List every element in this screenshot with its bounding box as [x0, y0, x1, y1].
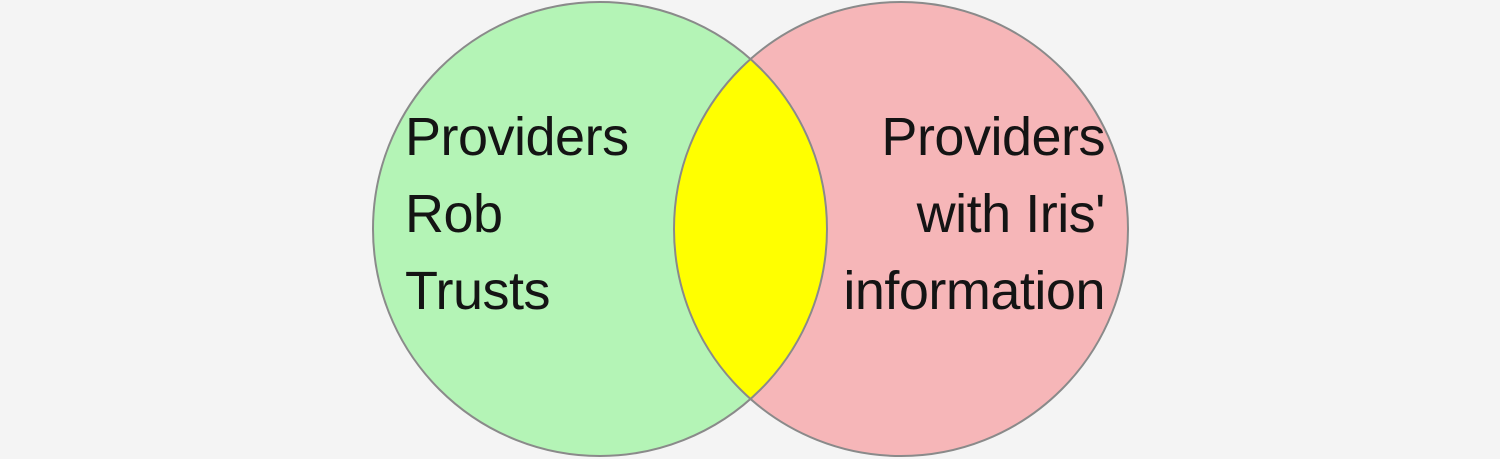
right-set-label-line-1: Providers — [881, 107, 1105, 167]
left-set-label-line-2: Rob — [405, 184, 503, 244]
left-set-label: Providers Rob Trusts — [405, 99, 629, 330]
left-set-label-line-3: Trusts — [405, 261, 550, 321]
right-circle-outline — [673, 1, 1129, 457]
right-set-label-line-2: with Iris' — [916, 184, 1106, 244]
left-circle-outline — [372, 1, 828, 457]
left-set-label-line-1: Providers — [405, 107, 629, 167]
intersection-lens — [674, 59, 827, 399]
right-set-label: Providers with Iris' information — [843, 99, 1105, 330]
right-set-label-line-3: information — [843, 261, 1105, 321]
